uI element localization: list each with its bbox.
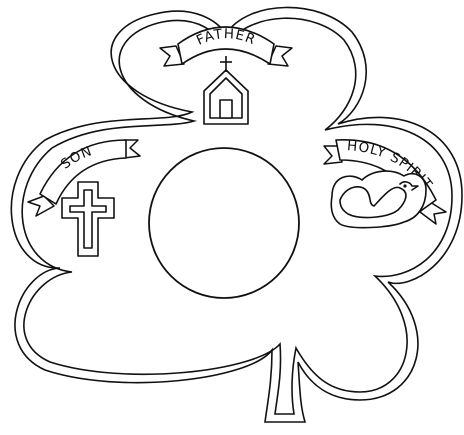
dove-icon xyxy=(331,171,426,228)
center-circle xyxy=(149,148,299,298)
